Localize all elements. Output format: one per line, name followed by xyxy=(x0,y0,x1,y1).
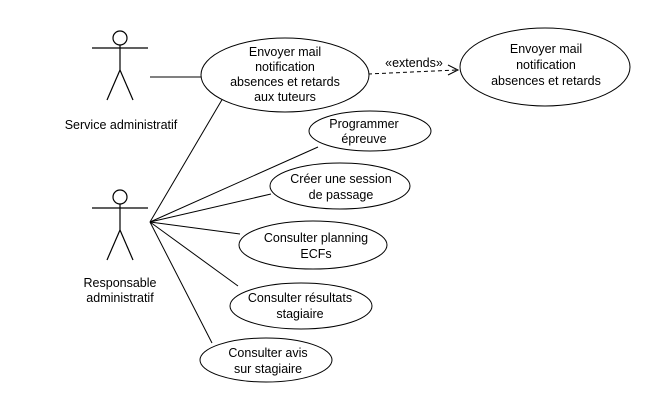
association-responsable-creer-session xyxy=(149,193,272,223)
use-case-label-line-2: ECFs xyxy=(300,247,331,261)
use-case-label-line-1: Créer une session xyxy=(290,172,391,186)
use-case-label-line-2: de passage xyxy=(309,188,374,202)
use-case-label-line-3: absences et retards xyxy=(230,75,340,89)
use-case-label-line-1: Consulter planning xyxy=(264,231,368,245)
extends-arrowhead xyxy=(447,64,460,76)
use-case-label-line-1: Consulter avis xyxy=(228,346,307,360)
use-case-label-line-3: absences et retards xyxy=(491,74,601,88)
extends-label: «extends» xyxy=(385,56,443,70)
use-case-label-line-2: épreuve xyxy=(341,132,386,146)
actor-right-leg xyxy=(119,229,134,261)
associations xyxy=(149,76,319,344)
actor-label-line-1: Responsable xyxy=(84,276,157,290)
use-case-label-line-2: notification xyxy=(516,58,576,72)
actor-label: Service administratif xyxy=(65,118,178,132)
use-case-envoyer-mail[interactable]: Envoyer mail notification absences et re… xyxy=(459,27,631,107)
use-case-label-line-1: Envoyer mail xyxy=(249,45,321,59)
actor-left-leg xyxy=(106,229,121,261)
use-case-consulter-avis[interactable]: Consulter avis sur stagiaire xyxy=(199,337,333,383)
use-case-label-line-2: sur stagiaire xyxy=(234,362,302,376)
actor-head xyxy=(112,189,128,205)
use-case-label-line-2: notification xyxy=(255,60,315,74)
extends-arrow-line xyxy=(367,69,458,75)
actor-service-administratif: Service administratif xyxy=(65,30,178,132)
use-case-label-line-1: Programmer xyxy=(329,117,398,131)
use-case-creer-session[interactable]: Créer une session de passage xyxy=(269,162,411,210)
association-responsable-resultats xyxy=(149,221,239,287)
actor-responsable-administratif: Responsable administratif xyxy=(84,189,157,305)
use-case-consulter-resultats[interactable]: Consulter résultats stagiaire xyxy=(229,282,373,330)
actor-head xyxy=(112,30,128,46)
use-case-label-line-1: Envoyer mail xyxy=(510,42,582,56)
use-case-label-line-2: stagiaire xyxy=(276,307,323,321)
extends-relation: «extends» xyxy=(367,56,460,76)
use-case-label-line-1: Consulter résultats xyxy=(248,291,352,305)
use-case-label-line-4: aux tuteurs xyxy=(254,90,316,104)
actor-label-line-2: administratif xyxy=(86,291,154,305)
use-case-consulter-planning[interactable]: Consulter planning ECFs xyxy=(238,220,388,270)
association-responsable-avis xyxy=(149,221,213,344)
actor-left-leg xyxy=(106,69,121,101)
association-responsable-envoyer-tuteurs xyxy=(149,97,224,223)
association-responsable-planning xyxy=(149,221,241,235)
actor-right-leg xyxy=(119,69,134,101)
association-responsable-programmer xyxy=(149,146,319,223)
use-case-programmer-epreuve[interactable]: Programmer épreuve xyxy=(308,110,432,152)
use-case-envoyer-mail-tuteurs[interactable]: Envoyer mail notification absences et re… xyxy=(200,37,370,113)
